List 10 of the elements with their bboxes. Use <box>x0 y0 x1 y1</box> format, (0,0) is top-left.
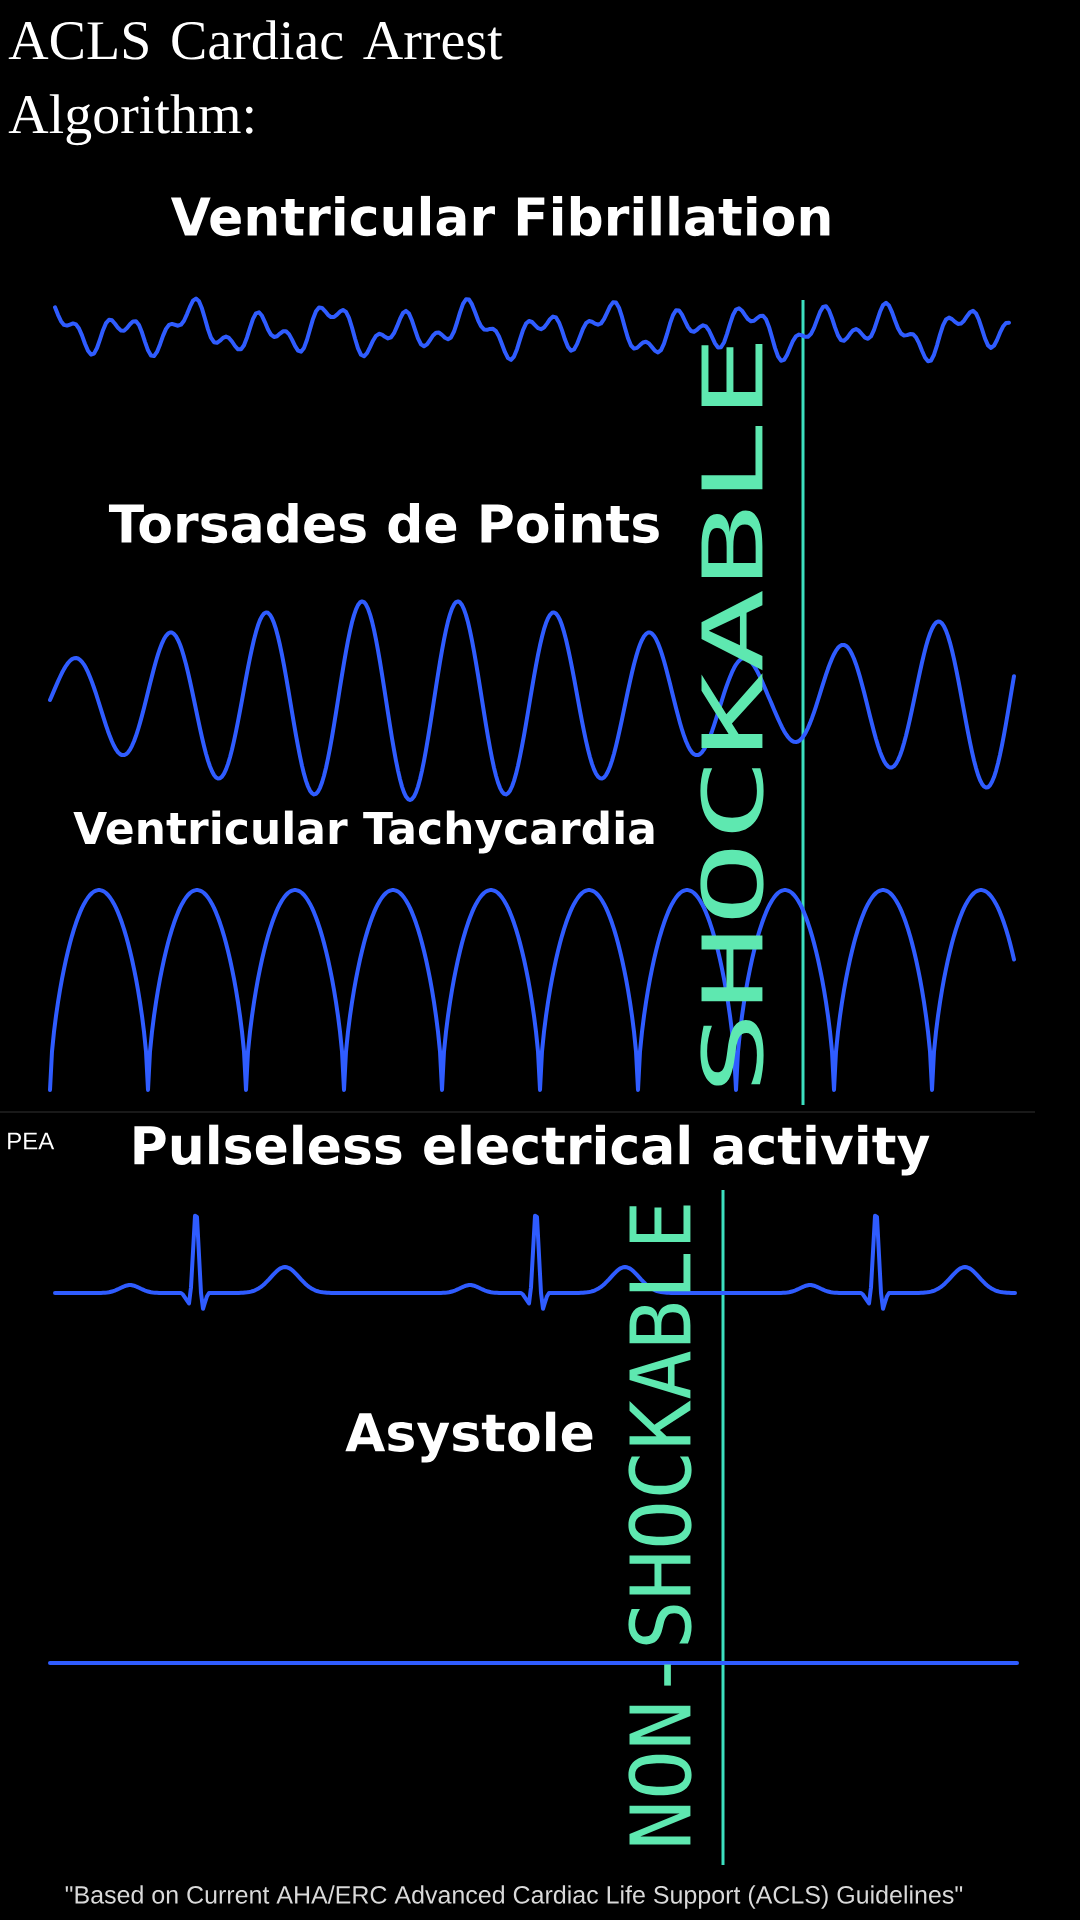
rhythm-label: PEA <box>8 1132 55 1150</box>
rhythm-label: Pulseless electrical activity <box>134 1124 930 1176</box>
rhythm-label: Ventricular Tachycardia <box>73 810 654 854</box>
vertical-label: SHOCKABLE <box>700 343 764 1086</box>
rhythm-label: Asystole <box>345 1411 593 1463</box>
caption: "Based on Current AHA/ERC Advanced Cardiac Life Support (ACLS) Guidelines" <box>65 1885 963 1909</box>
rhythm-label: Torsades de Points <box>108 502 659 544</box>
rhythm-label: Ventricular Fibrillation <box>170 195 830 237</box>
vertical-label: NON-SHOCKABLE <box>628 1205 692 1845</box>
title: ACLS Cardiac Arrest Algorithm: <box>8 20 503 146</box>
